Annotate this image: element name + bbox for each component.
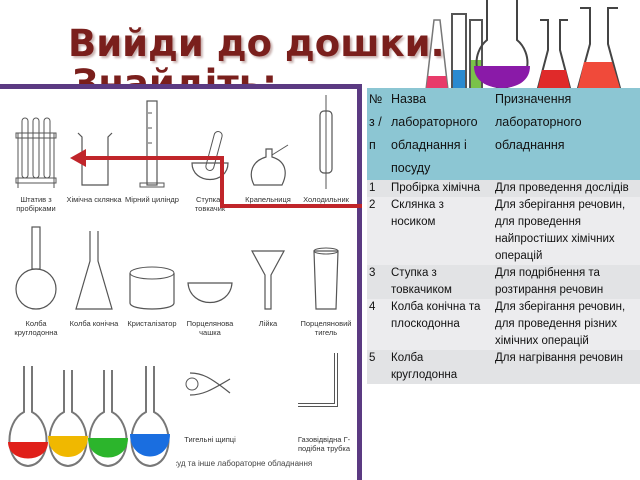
funnel-icon — [250, 250, 286, 310]
equipment-label: Хімічна склянка — [66, 195, 122, 204]
crystallizer-icon — [129, 266, 175, 310]
equipment-item: Газовідвідна Г-подібна трубка — [290, 343, 357, 453]
cell-number: 2 — [369, 199, 376, 211]
equipment-label: Холодильник — [303, 195, 349, 204]
equipment-table: № з / п Назва лабораторного обладнання і… — [367, 88, 640, 384]
equipment-label: Порцеляновий тигель — [300, 319, 352, 337]
equipment-label: Кристалізатор — [127, 319, 177, 328]
equipment-label: Газовідвідна Г-подібна трубка — [297, 435, 351, 453]
equipment-item: Кристалізатор — [124, 221, 180, 328]
cell-name: Колба круглодонна — [391, 352, 458, 381]
beaker-icon — [77, 132, 113, 186]
cell-purpose: Для зберігання речовин, для проведення р… — [495, 301, 626, 347]
cell-purpose: Для нагрівання речовин — [495, 352, 623, 364]
column-header-purpose: Призначення лабораторного обладнання — [495, 92, 582, 152]
table-row: 3 Ступка з товкачиком Для подрібнення та… — [367, 265, 640, 299]
colored-flasks-illustration — [0, 352, 176, 480]
cell-number: 3 — [369, 267, 376, 279]
cell-purpose: Для зберігання речовин, для проведення н… — [495, 199, 626, 262]
equipment-item: Колба конічна — [66, 221, 122, 328]
equipment-item: Штатив з пробірками — [8, 93, 64, 213]
cell-name: Ступка з товкачиком — [391, 267, 452, 296]
cell-number: 1 — [369, 182, 376, 194]
equipment-label: Порцелянова чашка — [186, 319, 234, 337]
table-row: 5 Колба круглодонна Для нагрівання речов… — [367, 350, 640, 384]
equipment-label: Крапельниця — [245, 195, 291, 204]
table-row: 4 Колба конічна та плоскодонна Для збері… — [367, 299, 640, 350]
page-subtitle: Знайдіть: — [72, 62, 277, 84]
equipment-item: Тигельні щипці — [182, 343, 238, 444]
equipment-item: Порцеляновий тигель — [298, 221, 354, 337]
crucible-icon — [313, 247, 339, 310]
equipment-label: Лійка — [258, 319, 278, 328]
equipment-item: Мірний циліндр — [124, 93, 180, 204]
equipment-label: Колба конічна — [69, 319, 119, 328]
page-title: Вийди до дошки. — [68, 22, 445, 65]
equipment-label: Штатив з пробірками — [16, 195, 56, 213]
cell-name: Колба конічна та плоскодонна — [391, 301, 481, 330]
equipment-item: Крапельниця — [240, 93, 296, 204]
conical-flask-icon — [75, 231, 113, 310]
lab-glassware-illustration — [425, 0, 622, 92]
cell-purpose: Для проведення дослідів — [495, 182, 629, 194]
round-flask-icon — [15, 226, 57, 310]
equipment-item: Хімічна склянка — [66, 93, 122, 204]
tongs-icon — [185, 372, 231, 396]
table-row: 1 Пробірка хімічна Для проведення дослід… — [367, 180, 640, 197]
equipment-label: Ступка і товкачик — [194, 195, 226, 213]
dropper-bottle-icon — [250, 144, 289, 186]
equipment-item: Лійка — [240, 221, 296, 328]
mortar-pestle-icon — [191, 131, 229, 180]
equipment-label: Тигельні щипці — [184, 435, 236, 444]
equipment-item: Порцелянова чашка — [182, 221, 238, 337]
equipment-label: Мірний циліндр — [125, 195, 179, 204]
equipment-label: Колба круглодонна — [14, 319, 58, 337]
test-tube-rack-icon — [15, 117, 57, 188]
cell-purpose: Для подрібнення та розтирання речовин — [495, 267, 604, 296]
cell-name: Пробірка хімічна — [391, 182, 480, 194]
cell-number: 5 — [369, 352, 376, 364]
column-header-name: Назва лабораторного обладнання і посуду — [391, 92, 478, 175]
column-header-number: № з / п — [369, 92, 383, 152]
gas-tube-icon — [298, 353, 338, 407]
cell-name: Склянка з носиком — [391, 199, 444, 228]
equipment-table-container: № з / п Назва лабораторного обладнання і… — [367, 88, 640, 480]
condenser-icon — [319, 95, 333, 189]
equipment-item: Холодильник — [298, 93, 354, 204]
cell-number: 4 — [369, 301, 376, 313]
equipment-item: Колба круглодонна — [8, 221, 64, 337]
equipment-item: Ступка і товкачик — [182, 93, 238, 213]
table-header-row: № з / п Назва лабораторного обладнання і… — [367, 88, 640, 180]
graduated-cylinder-icon — [139, 100, 165, 188]
table-row: 2 Склянка з носиком Для зберігання речов… — [367, 197, 640, 265]
porcelain-dish-icon — [187, 282, 233, 304]
